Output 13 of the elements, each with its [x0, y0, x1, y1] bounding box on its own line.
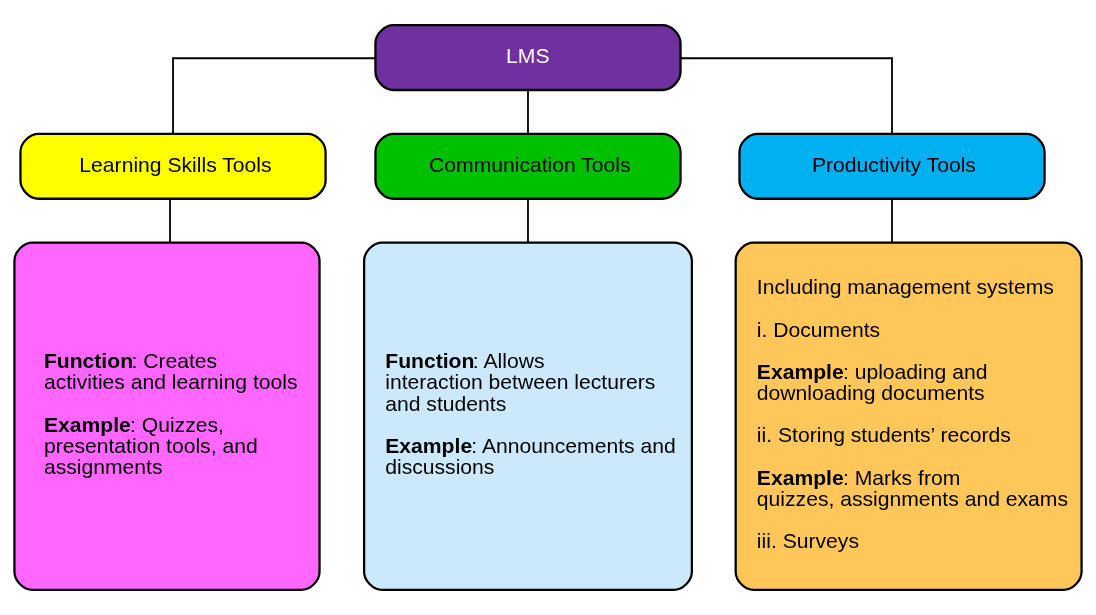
node-box: Learning Skills Tools — [19, 132, 327, 200]
node-box: Function: Allows interaction between lecturers and students Example: Announcements and discussions — [362, 241, 693, 592]
node-box: LMS — [374, 23, 682, 92]
node-box: Function: Creates activities and learning tools Example: Quizzes, presentation tools, and assignments — [13, 241, 321, 592]
connector — [527, 198, 529, 243]
connector — [679, 57, 893, 135]
connector — [527, 89, 529, 135]
node-box: Communication Tools — [374, 132, 682, 200]
connector — [891, 198, 893, 243]
connector — [169, 198, 171, 243]
connector — [172, 57, 377, 135]
node-box: Including management systems i. Documents Example: uploading and downloading documents ii. Storing students’ records Example: Marks from quizzes, assignments and exams iii. Surveys — [734, 241, 1083, 592]
node-box: Productivity Tools — [738, 132, 1046, 200]
